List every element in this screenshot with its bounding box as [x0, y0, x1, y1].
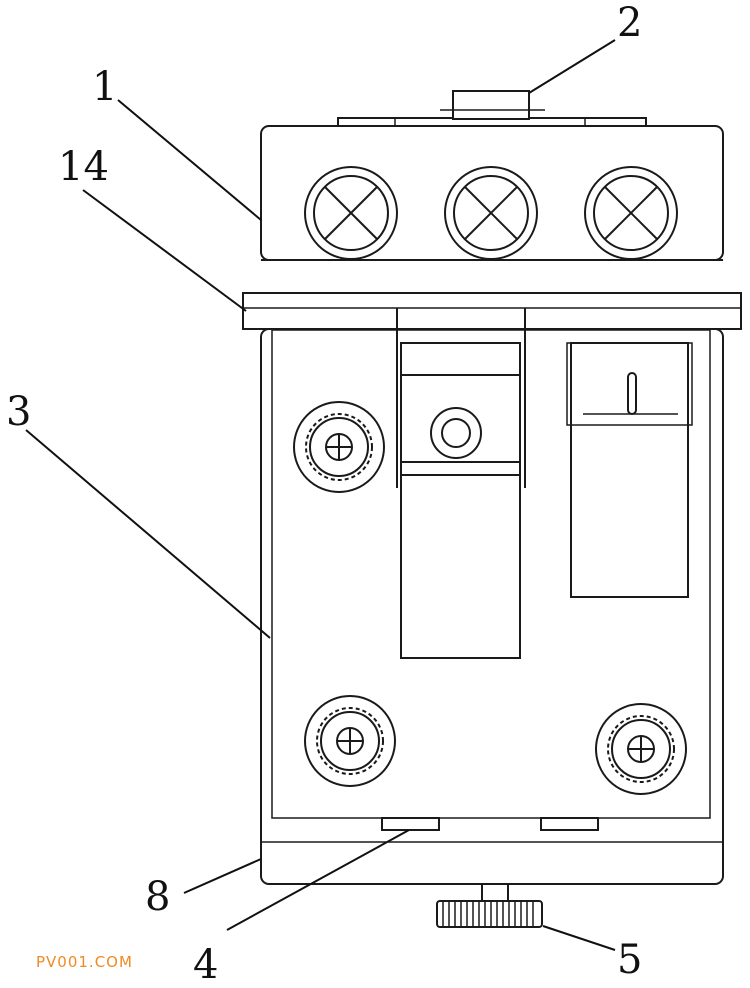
terminal-screw-middle — [444, 166, 538, 260]
callout-2: 2 — [617, 0, 642, 46]
leader-5 — [542, 925, 616, 951]
callout-5: 5 — [617, 937, 642, 983]
bottom-knob — [436, 883, 543, 928]
terminal-screws — [304, 166, 678, 260]
clamp-bar — [242, 292, 742, 330]
callout-14: 14 — [58, 144, 109, 190]
callout-8: 8 — [145, 874, 170, 920]
toggle-lever — [396, 308, 526, 659]
indicator-window — [566, 342, 693, 598]
callout-1: 1 — [92, 64, 117, 110]
terminal-screw-right — [584, 166, 678, 260]
leader-14 — [82, 189, 247, 312]
bottom-slots — [381, 817, 599, 831]
leader-1 — [117, 99, 262, 221]
callout-labels: 1 2 14 3 8 4 5 — [6, 0, 642, 988]
leader-lines — [25, 39, 616, 951]
callout-3: 3 — [6, 389, 31, 435]
watermark-text: PV001.COM — [36, 953, 133, 971]
terminal-screw-left — [304, 166, 398, 260]
top-knob — [440, 90, 545, 120]
callout-4: 4 — [193, 942, 218, 988]
main-housing — [260, 328, 724, 885]
knob-knurling — [442, 901, 534, 927]
knurled-screws — [293, 401, 687, 795]
knurled-screw-lower-left — [304, 695, 396, 787]
leader-8 — [183, 858, 262, 894]
leader-3 — [25, 429, 271, 639]
leader-4 — [226, 829, 410, 931]
knurled-screw-lower-right — [595, 703, 687, 795]
leader-2 — [528, 39, 616, 94]
knurled-screw-upper-left — [293, 401, 385, 493]
